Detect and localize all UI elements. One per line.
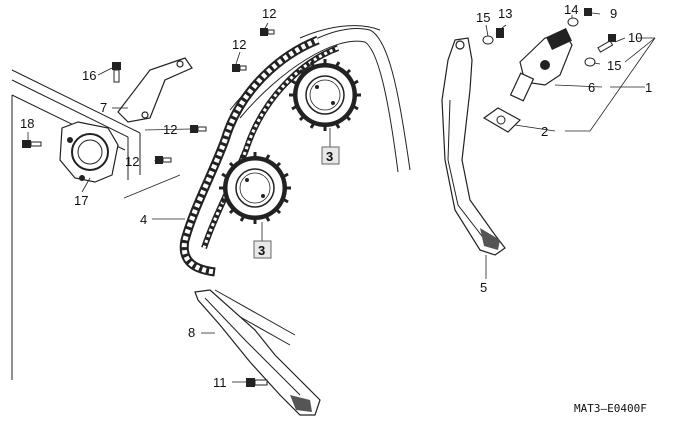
- bolt-10: [597, 34, 616, 53]
- callout-12-top: 12: [262, 6, 276, 21]
- bolt-12-middle: [190, 125, 207, 133]
- bolt-12-top: [260, 28, 275, 36]
- callout-15-right: 15: [607, 58, 621, 73]
- callout-18: 18: [20, 116, 34, 131]
- callout-11: 11: [213, 375, 227, 390]
- guide-bracket: [117, 57, 193, 123]
- boxed-callout-3-lower: 3: [253, 240, 272, 259]
- boxed-callout-3-upper: 3: [321, 146, 340, 165]
- callout-6: 6: [588, 80, 595, 95]
- engine-case-outline: [11, 69, 141, 380]
- washer-15-top: [482, 35, 494, 45]
- tensioner-slipper: [441, 37, 506, 256]
- bolt-18: [22, 140, 42, 148]
- callout-13: 13: [498, 6, 512, 21]
- callout-12-lower: 12: [125, 154, 139, 169]
- callout-16: 16: [82, 68, 96, 83]
- callout-15-top: 15: [476, 10, 490, 25]
- callout-labels: 12 12 12 12 16 7 18 17 4 8 11 5 2 6 1 10…: [20, 2, 652, 390]
- callout-5: 5: [480, 280, 487, 295]
- washer-13: [496, 28, 504, 38]
- callout-3-lower: 3: [258, 243, 265, 258]
- bolt-12-lower: [155, 156, 172, 164]
- bolt-16: [112, 62, 121, 83]
- diagram-reference-code: MAT3—E0400F: [574, 402, 647, 415]
- cam-sprocket-upper: [289, 59, 361, 131]
- bolt-12-upper-left: [232, 64, 247, 72]
- cam-chain-guide: [194, 289, 321, 416]
- callout-12-middle: 12: [163, 122, 177, 137]
- callout-9: 9: [610, 6, 617, 21]
- callout-17: 17: [74, 193, 88, 208]
- tensioner-gasket: [482, 107, 521, 133]
- leader-lines: [27, 12, 656, 383]
- drive-sprocket-plate: [59, 121, 119, 183]
- bolt-11: [246, 378, 268, 387]
- callout-7: 7: [100, 100, 107, 115]
- cam-sprocket-lower: [219, 152, 291, 224]
- tensioner-lifter: [509, 28, 573, 102]
- callout-3-upper: 3: [326, 149, 333, 164]
- bolt-9: [584, 8, 592, 16]
- callout-14: 14: [564, 2, 578, 17]
- callout-4: 4: [140, 212, 147, 227]
- washer-14: [567, 17, 579, 27]
- callout-2: 2: [541, 124, 548, 139]
- callout-10: 10: [628, 30, 642, 45]
- washer-15-right: [584, 57, 596, 67]
- callout-1: 1: [645, 80, 652, 95]
- callout-8: 8: [188, 325, 195, 340]
- callout-12-upper-left: 12: [232, 37, 246, 52]
- cam-chain: [179, 35, 340, 277]
